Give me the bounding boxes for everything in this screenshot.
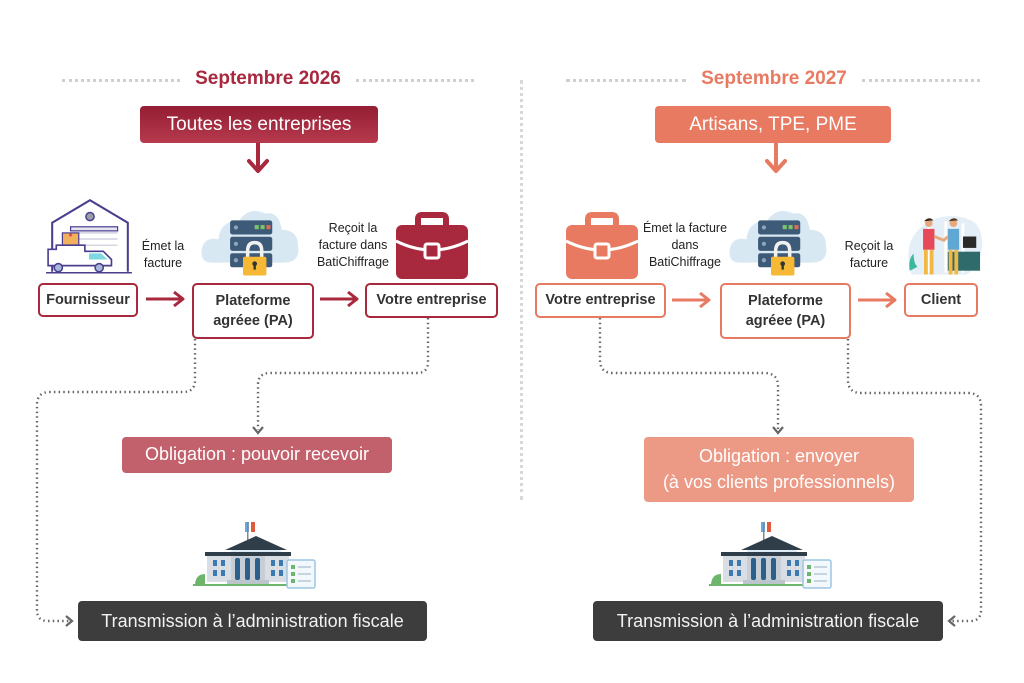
- node-label: Plateforme agréee (PA): [745, 292, 826, 329]
- section-title: Septembre 2027: [701, 68, 847, 89]
- flow-arrow-icon: [858, 291, 897, 309]
- target-banner: Artisans, TPE, PME: [655, 106, 891, 143]
- section-title: Septembre 2026: [195, 68, 341, 89]
- edge-label-text: Reçoit la facture dans BatiChiffrage: [316, 221, 390, 269]
- target-banner: Toutes les entreprises: [140, 106, 378, 143]
- node-label: Fournisseur: [46, 291, 130, 308]
- edge-label-text: Émet la facture dans BatiChiffrage: [642, 221, 728, 269]
- node-plateforme: Plateforme agréee (PA): [192, 283, 314, 339]
- flow-arrow-icon: [146, 290, 185, 308]
- node-label: Client: [920, 291, 962, 308]
- flow-arrow-icon: [672, 291, 711, 309]
- title-dots-left: [566, 79, 686, 82]
- node-votre-entreprise: Votre entreprise: [365, 283, 498, 318]
- government-building-icon: [706, 520, 838, 600]
- obligation-line: Obligation : envoyer: [698, 446, 860, 467]
- transmission-box: Transmission à l’administration fiscale: [593, 601, 943, 641]
- edge-label-emet: Émet la facture dans BatiChiffrage: [640, 220, 730, 271]
- obligation-box: Obligation : pouvoir recevoir: [122, 437, 392, 473]
- node-label: Plateforme agréee (PA): [213, 292, 293, 329]
- node-client: Client: [904, 283, 978, 317]
- down-arrow-icon: [247, 143, 269, 173]
- edge-label-recoit: Reçoit la facture: [838, 238, 900, 272]
- flow-arrow-icon: [320, 290, 359, 308]
- section-divider: [520, 80, 523, 500]
- obligation-line: (à vos clients professionnels): [662, 471, 896, 492]
- transmission-box: Transmission à l’administration fiscale: [78, 601, 427, 641]
- node-label: Votre entreprise: [376, 292, 487, 309]
- title-dots-right: [356, 79, 474, 82]
- node-label: Votre entreprise: [545, 292, 656, 309]
- title-dots-right: [862, 79, 980, 82]
- node-plateforme: Plateforme agréee (PA): [720, 283, 851, 339]
- edge-label-text: Reçoit la facture: [844, 239, 894, 270]
- down-arrow-icon: [765, 143, 787, 173]
- obligation-box: Obligation : envoyer (à vos clients prof…: [644, 437, 914, 502]
- edge-label-text: Émet la facture: [141, 239, 185, 270]
- node-fournisseur: Fournisseur: [38, 283, 138, 317]
- edge-label-recoit: Reçoit la facture dans BatiChiffrage: [310, 220, 396, 271]
- title-dots-left: [62, 79, 180, 82]
- edge-label-emet: Émet la facture: [138, 238, 188, 272]
- node-votre-entreprise: Votre entreprise: [535, 283, 666, 318]
